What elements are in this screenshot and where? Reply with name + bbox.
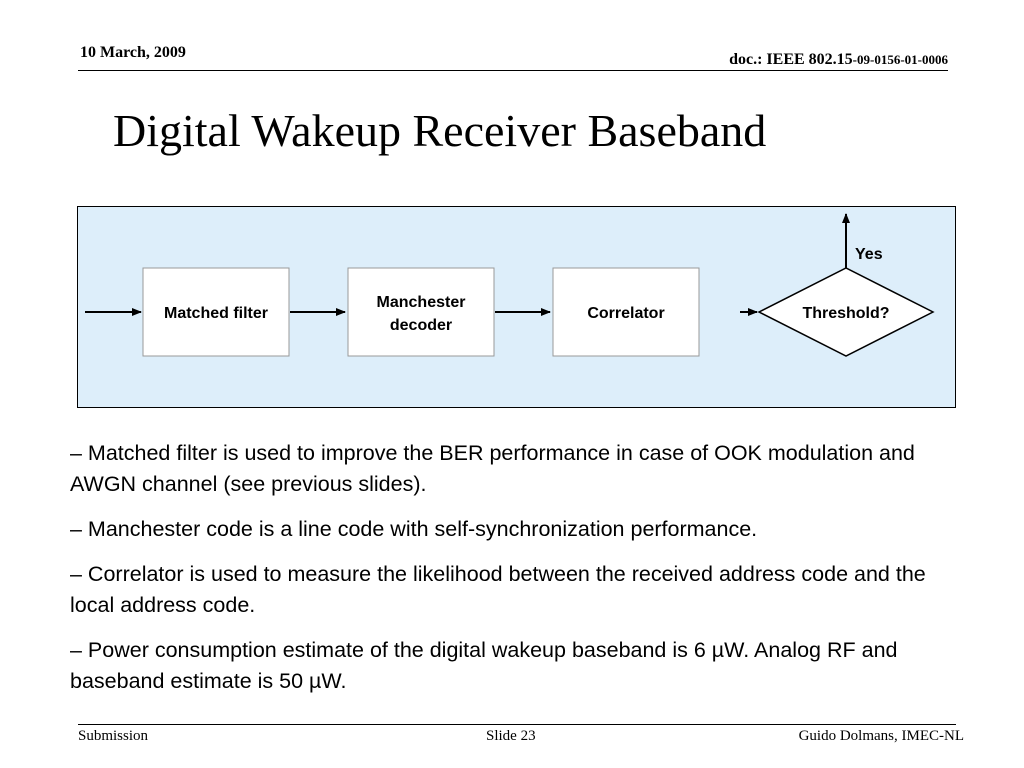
header-date: 10 March, 2009 [80,44,186,61]
matched-filter-block [142,267,290,357]
manchester-decoder-label-line2: decoder [390,317,452,334]
bullet-list: – Matched filter is used to improve the … [70,438,970,711]
header-doc-id: doc.: IEEE 802.15-09-0156-01-0006 [729,51,948,69]
threshold-label: Threshold? [802,305,889,322]
correlator-label: Correlator [587,305,664,322]
matched-filter-label: Matched filter [164,305,268,322]
manchester-decoder-label-line1: Manchester [377,294,466,311]
bullet-item: – Matched filter is used to improve the … [70,441,915,496]
manchester-decoder-block [347,267,495,357]
block-diagram: Matched filter Manchester decoder Correl… [77,206,956,408]
footer-author: Guido Dolmans, IMEC-NL [798,728,964,744]
bullet-item: – Correlator is used to measure the like… [70,562,926,617]
slide-title: Digital Wakeup Receiver Baseband [113,105,767,156]
footer-rule [78,724,956,725]
footer-submission: Submission [78,728,149,744]
threshold-decision-diamond [757,267,935,357]
header-doc-main: doc.: IEEE 802.15 [729,51,853,68]
footer-slide-number: Slide 23 [486,728,536,744]
header-doc-suffix: -09-0156-01-0006 [852,52,948,67]
correlator-block [552,267,700,357]
header-rule [78,70,948,71]
yes-label: Yes [855,246,883,263]
bullet-item: – Power consumption estimate of the digi… [70,638,898,693]
bullet-item: – Manchester code is a line code with se… [70,517,758,541]
